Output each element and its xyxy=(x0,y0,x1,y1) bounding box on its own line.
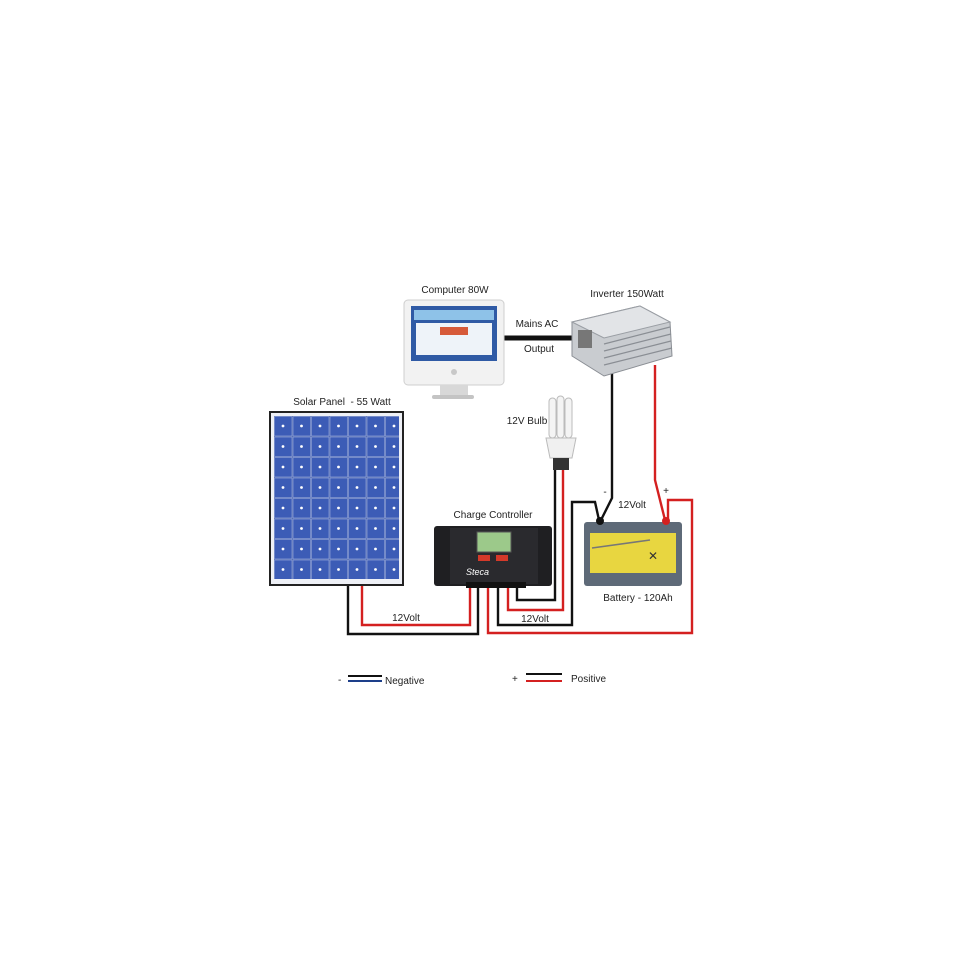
mains-ac-label: Mains AC xyxy=(516,319,559,330)
legend-positive-label: Positive xyxy=(571,674,606,685)
battery-positive-sign: + xyxy=(663,486,669,497)
bulb-icon xyxy=(545,395,577,470)
inverter-icon xyxy=(570,305,673,377)
charge-controller-label: Charge Controller xyxy=(454,510,534,521)
battery-label: Battery - 120Ah xyxy=(603,593,672,604)
controller-volt-label: 12Volt xyxy=(521,614,549,625)
computer-icon xyxy=(403,299,505,399)
svg-text:Steca: Steca xyxy=(466,567,489,577)
legend-negative-label: Negative xyxy=(385,676,425,687)
solar-panel-label: Solar Panel - 55 Watt xyxy=(293,397,391,408)
charge-controller-icon: Steca xyxy=(434,526,552,588)
legend: - Negative + Positive xyxy=(338,673,606,687)
battery-negative-wire xyxy=(496,500,601,627)
wires xyxy=(346,335,694,636)
panel-volt-label: 12Volt xyxy=(392,613,420,624)
panel-negative-wire xyxy=(346,584,480,636)
bulb-negative-wire xyxy=(515,470,557,602)
bulb-label: 12V Bulb xyxy=(507,416,548,427)
panel-positive-wire xyxy=(360,584,472,627)
battery-positive-wire xyxy=(486,498,694,635)
output-label: Output xyxy=(524,344,554,355)
battery-icon: ✕ xyxy=(584,517,682,586)
battery-volt-label: 12Volt xyxy=(618,500,646,511)
legend-positive-sign: + xyxy=(512,674,518,685)
legend-negative-sign: - xyxy=(338,675,341,686)
solar-panel-icon xyxy=(269,411,404,586)
inverter-negative-wire xyxy=(599,372,614,521)
bulb-positive-wire xyxy=(506,470,565,612)
computer-label: Computer 80W xyxy=(421,285,489,296)
inverter-label: Inverter 150Watt xyxy=(590,289,664,300)
svg-text:✕: ✕ xyxy=(648,549,658,563)
inverter-positive-wire xyxy=(653,365,667,521)
battery-negative-sign: - xyxy=(603,487,606,498)
